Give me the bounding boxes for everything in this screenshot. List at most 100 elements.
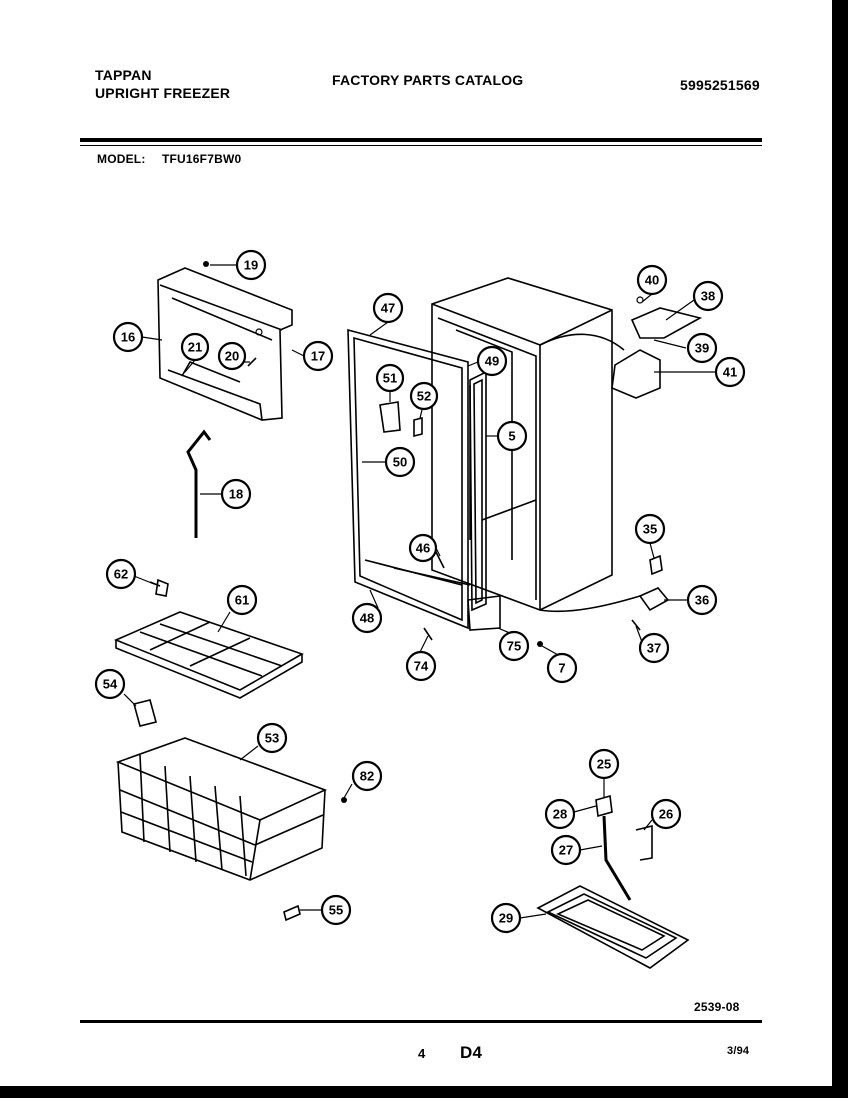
callout-62: 62 [105, 558, 137, 590]
callout-label: 37 [647, 641, 661, 656]
callout-label: 61 [235, 593, 249, 608]
callout-label: 50 [393, 455, 407, 470]
screw-part [149, 578, 169, 597]
callout-label: 48 [360, 611, 374, 626]
footer-rule [80, 1020, 762, 1023]
callout-75: 75 [498, 630, 530, 662]
scan-border-right [832, 0, 848, 1098]
wire-basket [115, 737, 328, 881]
callout-27: 27 [550, 834, 582, 866]
callout-5: 5 [496, 420, 528, 452]
wire-shelf [113, 611, 304, 699]
callout-48: 48 [351, 602, 383, 634]
clip-part [413, 416, 423, 438]
callout-label: 39 [695, 341, 709, 356]
callout-52: 52 [409, 381, 439, 411]
callout-19: 19 [235, 249, 267, 281]
callout-label: 5 [508, 429, 515, 444]
callout-label: 54 [103, 677, 118, 692]
callout-label: 29 [499, 911, 513, 926]
callout-28: 28 [544, 798, 576, 830]
callout-label: 41 [723, 365, 737, 380]
leader-lines [123, 264, 716, 919]
callout-82: 82 [351, 760, 383, 792]
header-rule-thin [80, 145, 762, 146]
rod-part [186, 429, 212, 538]
screw-46-part [435, 551, 445, 569]
callout-label: 20 [225, 349, 239, 364]
callout-41: 41 [714, 356, 746, 388]
gasket-strip [469, 370, 487, 612]
callout-51: 51 [375, 363, 405, 393]
callout-label: 36 [695, 593, 709, 608]
callout-label: 52 [417, 389, 431, 404]
latch-part [379, 401, 401, 433]
callout-label: 19 [244, 258, 258, 273]
bracket-part [467, 595, 501, 631]
callout-label: 62 [114, 567, 128, 582]
callout-label: 27 [559, 843, 573, 858]
door-frame [347, 328, 471, 630]
drawing-number: 2539-08 [694, 1000, 740, 1014]
callout-label: 28 [553, 807, 567, 822]
callout-53: 53 [256, 722, 288, 754]
callout-label: 18 [229, 487, 243, 502]
gasket-strip-inner [473, 378, 483, 605]
callout-54: 54 [94, 668, 126, 700]
callout-16: 16 [112, 321, 144, 353]
clip-55-part [283, 904, 301, 922]
brand-name: TAPPAN [95, 67, 152, 83]
callout-label: 51 [383, 371, 397, 386]
callout-17: 17 [302, 340, 334, 372]
callout-label: 25 [597, 757, 611, 772]
callout-61: 61 [226, 584, 258, 616]
callout-label: 75 [507, 639, 521, 654]
callout-74: 74 [405, 650, 437, 682]
screw-37-part [631, 619, 641, 631]
callout-label: 55 [329, 903, 343, 918]
callout-label: 82 [360, 769, 374, 784]
scan-border-bottom [0, 1086, 848, 1098]
callout-46: 46 [408, 533, 438, 563]
callout-37: 37 [638, 632, 670, 664]
callout-49: 49 [476, 345, 508, 377]
callout-18: 18 [220, 478, 252, 510]
callout-label: 26 [659, 807, 673, 822]
callout-38: 38 [692, 280, 724, 312]
callout-26: 26 [650, 798, 682, 830]
revision-date: 3/94 [727, 1045, 750, 1057]
page-number: 4 [418, 1046, 426, 1061]
callout-47: 47 [372, 292, 404, 324]
plug-part [341, 797, 347, 803]
screw-20-part [247, 357, 257, 367]
knob-part [133, 699, 157, 727]
callout-label: 35 [643, 522, 657, 537]
callout-25: 25 [588, 748, 620, 780]
callout-29: 29 [490, 902, 522, 934]
section-code: D4 [460, 1043, 483, 1062]
catalog-title: FACTORY PARTS CATALOG [332, 72, 524, 88]
shelf-cover-part [157, 261, 293, 421]
screw-7-part [537, 641, 543, 647]
lower-hinge [539, 554, 670, 613]
callout-21: 21 [180, 332, 210, 362]
callout-55: 55 [320, 894, 352, 926]
callout-label: 40 [645, 273, 659, 288]
callout-39: 39 [686, 332, 718, 364]
callout-label: 46 [416, 541, 430, 556]
model-label: MODEL: [97, 152, 146, 166]
callout-36: 36 [686, 584, 718, 616]
screw-74-part [423, 627, 433, 641]
callout-label: 7 [558, 661, 565, 676]
callout-50: 50 [384, 446, 416, 478]
catalog-number: 5995251569 [680, 77, 760, 93]
callout-label: 21 [188, 340, 202, 355]
callout-40: 40 [636, 264, 668, 296]
power-cord-assembly [536, 794, 690, 969]
model-number: TFU16F7BW0 [162, 152, 242, 166]
callout-label: 16 [121, 330, 135, 345]
product-name: UPRIGHT FREEZER [95, 85, 231, 101]
hinge-assembly [539, 296, 703, 399]
header-rule [80, 138, 762, 142]
